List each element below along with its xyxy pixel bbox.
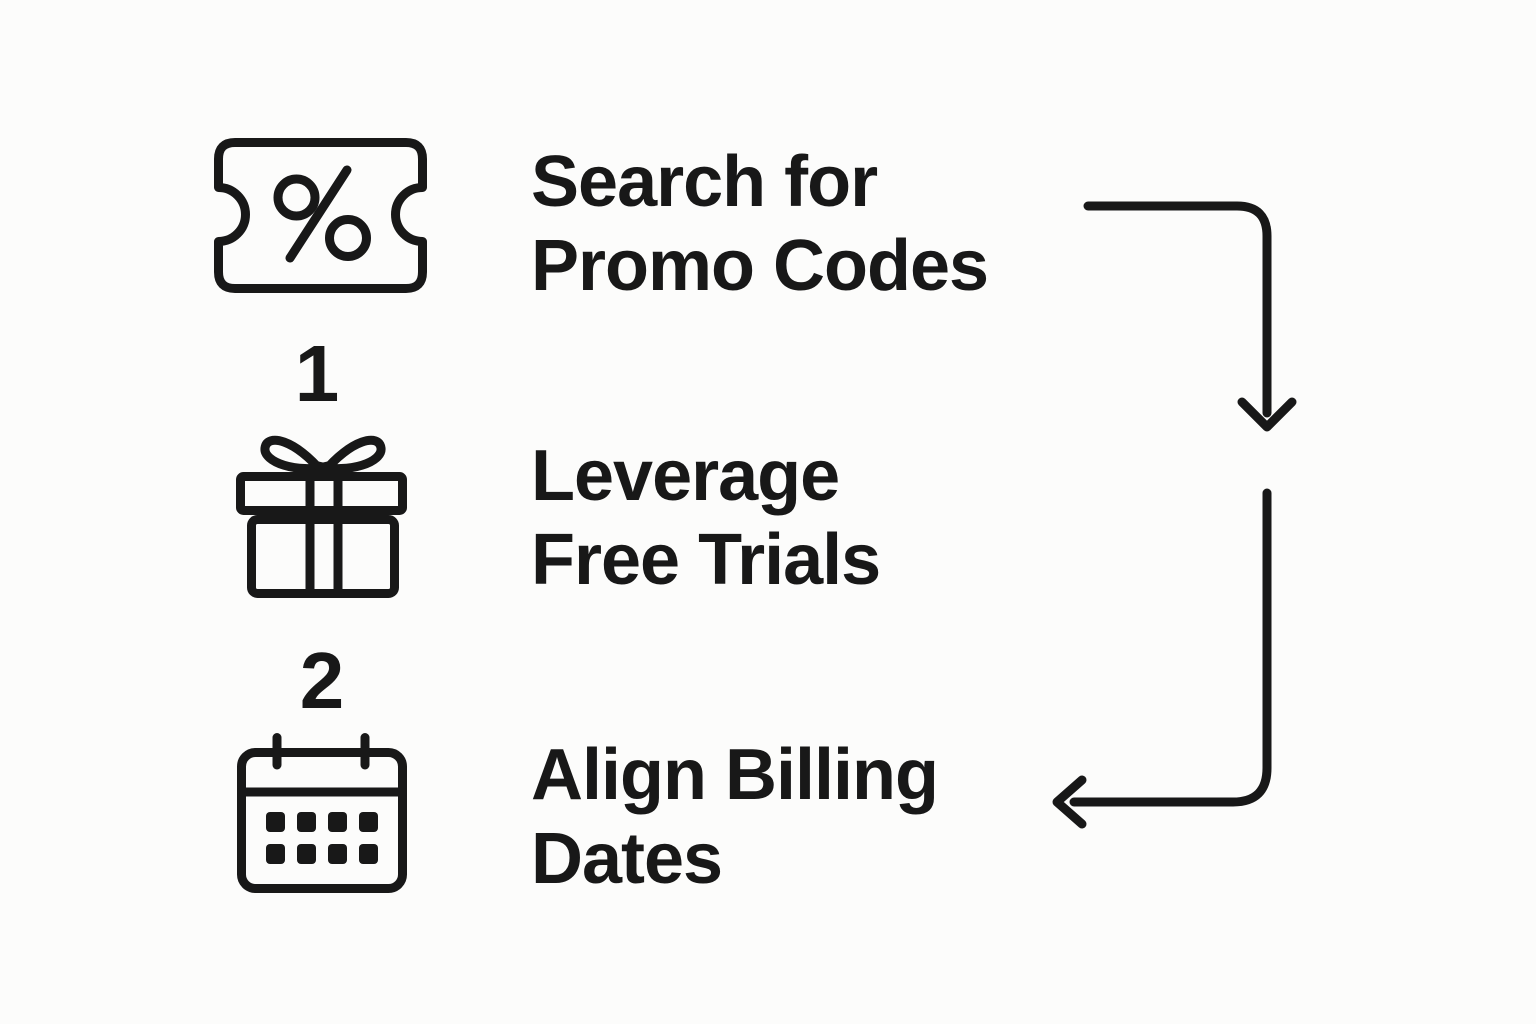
step-label-line: Promo Codes bbox=[531, 226, 989, 306]
step-label-promo-codes: Search for Promo Codes bbox=[531, 140, 989, 308]
step-label-line: Leverage bbox=[531, 436, 840, 516]
coupon-percent-icon bbox=[214, 138, 427, 293]
step-label-line: Dates bbox=[531, 819, 723, 899]
step-label-line: Free Trials bbox=[531, 520, 881, 600]
step-number-2: 2 bbox=[299, 636, 345, 725]
step-label-line: Search for bbox=[531, 142, 878, 222]
calendar-icon bbox=[235, 731, 409, 897]
flow-arrow-right-then-down-icon bbox=[1083, 201, 1297, 432]
step-label-line: Align Billing bbox=[531, 735, 939, 815]
step-label-free-trials: Leverage Free Trials bbox=[531, 434, 881, 602]
gift-icon bbox=[235, 429, 411, 605]
flow-arrows bbox=[1030, 185, 1310, 850]
step-label-billing-dates: Align Billing Dates bbox=[531, 733, 939, 901]
flow-arrow-down-then-left-icon bbox=[1052, 488, 1272, 829]
step-number-1: 1 bbox=[294, 329, 340, 418]
